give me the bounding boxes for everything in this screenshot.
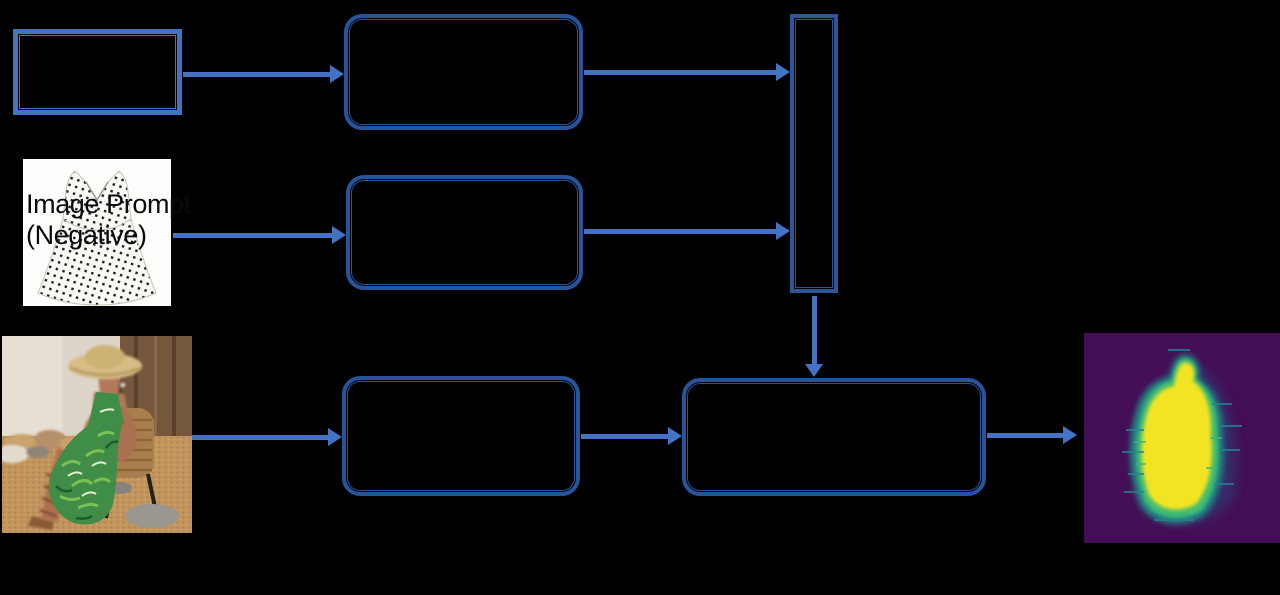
arrow-line	[192, 435, 329, 440]
arrow-top-box-to-merge-bar	[584, 63, 790, 81]
rounded-box-bottom-right	[682, 378, 986, 496]
output-relevance-heatmap	[1084, 333, 1280, 543]
arrow-merge-bar-to-bottom-right-box	[805, 296, 823, 377]
arrowhead-icon	[332, 226, 346, 244]
rounded-box-middle	[346, 175, 583, 290]
arrow-negative-to-mid-box	[173, 226, 346, 244]
input-rect-node	[13, 29, 182, 115]
arrow-input-to-top-box	[183, 65, 344, 83]
arrow-line	[987, 433, 1064, 438]
arrowhead-icon	[1063, 426, 1077, 444]
arrowhead-icon	[805, 364, 823, 377]
arrow-line	[812, 296, 817, 365]
caption-line-2: (Negative)	[26, 220, 147, 250]
merge-bar-node	[790, 14, 838, 293]
arrow-line	[584, 70, 777, 75]
arrow-bottom-left-to-bottom-right-box	[581, 427, 682, 445]
arrow-line	[183, 72, 331, 77]
arrowhead-icon	[330, 65, 344, 83]
rounded-box-top	[344, 14, 583, 130]
negative-prompt-caption: Image Prompt (Negative)	[26, 189, 256, 251]
arrowhead-icon	[328, 428, 342, 446]
negative-prompt-dress-image	[23, 159, 171, 306]
arrow-line	[584, 229, 777, 234]
green-dress	[49, 392, 124, 525]
rounded-box-bottom-left	[342, 376, 580, 496]
arrowhead-icon	[668, 427, 682, 445]
arrow-bottom-right-box-to-heatmap	[987, 426, 1077, 444]
arrow-line	[173, 233, 333, 238]
arrowhead-icon	[776, 63, 790, 81]
arrow-photo-to-bottom-left-box	[192, 428, 342, 446]
arrow-mid-box-to-merge-bar	[584, 222, 790, 240]
query-model-photo	[2, 336, 192, 533]
caption-line-1: Image Prompt	[26, 189, 191, 219]
arrow-line	[581, 434, 669, 439]
arrowhead-icon	[776, 222, 790, 240]
